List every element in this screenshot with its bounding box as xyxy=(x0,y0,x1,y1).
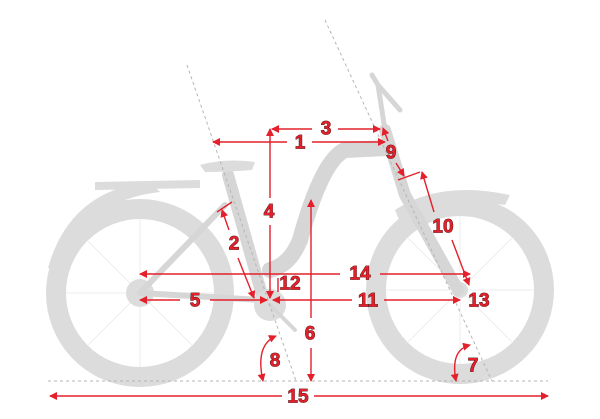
stem-handlebar xyxy=(369,72,403,133)
label-14: 14 xyxy=(349,264,371,285)
label-3: 3 xyxy=(321,119,332,140)
rear-fender xyxy=(48,182,160,270)
seat-tube-axis xyxy=(186,64,297,382)
label-4: 4 xyxy=(264,202,275,223)
chain-stay xyxy=(137,202,265,303)
label-13: 13 xyxy=(468,291,489,312)
label-1: 1 xyxy=(295,133,306,154)
steering-axis xyxy=(324,19,493,382)
label-7: 7 xyxy=(468,356,479,377)
label-8: 8 xyxy=(270,351,281,372)
label-5: 5 xyxy=(190,291,201,312)
label-15: 15 xyxy=(287,387,309,408)
crank-arm xyxy=(268,303,297,332)
saddle xyxy=(200,160,255,172)
bike-silhouette xyxy=(46,72,554,387)
dimension-lines xyxy=(49,125,549,400)
label-2: 2 xyxy=(229,234,240,255)
label-10: 10 xyxy=(432,217,453,238)
label-11: 11 xyxy=(358,291,379,312)
head-tube-fork xyxy=(379,124,464,296)
down-tube xyxy=(262,140,396,278)
label-12: 12 xyxy=(279,274,300,295)
label-6: 6 xyxy=(305,324,316,345)
rear-rack xyxy=(95,180,200,190)
front-fender xyxy=(395,190,510,222)
seat-tube xyxy=(222,169,268,301)
label-9: 9 xyxy=(386,143,397,164)
